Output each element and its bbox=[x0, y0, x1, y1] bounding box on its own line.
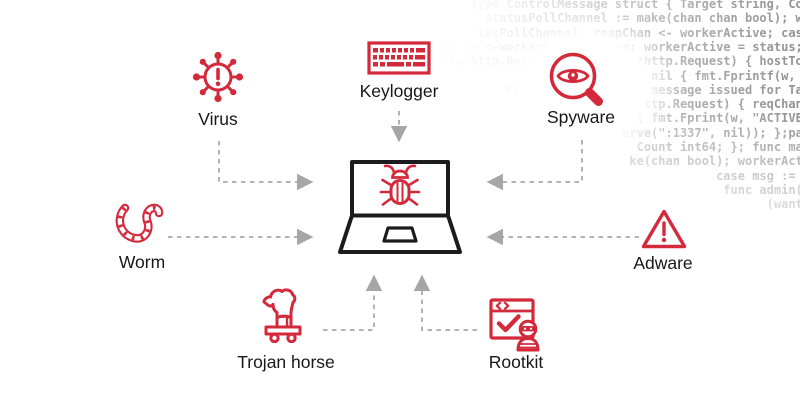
virus-label: Virus bbox=[198, 109, 238, 129]
code-line: Count int64; }; func mai bbox=[636, 140, 800, 154]
arrow-trojan-to-laptop bbox=[323, 274, 383, 331]
code-line: erve(":1337", nil)); };pac bbox=[622, 125, 800, 140]
code-line: func admin(c bbox=[723, 182, 800, 197]
trojan-horse-label: Trojan horse bbox=[237, 352, 335, 372]
code-line: case msg := < bbox=[716, 168, 796, 183]
code-line: (wants bbox=[766, 197, 800, 212]
window-hacker-icon bbox=[489, 298, 540, 352]
checkmark-icon bbox=[496, 314, 521, 333]
worm-icon bbox=[115, 203, 164, 243]
magnifier-eye-icon bbox=[549, 52, 603, 106]
worm-label: Worm bbox=[118, 252, 166, 272]
trojan-horse-icon bbox=[262, 288, 302, 344]
worm-node bbox=[114, 198, 166, 255]
virus-icon bbox=[192, 51, 244, 103]
code-line: statusPollChannel := make(chan chan bool… bbox=[484, 11, 800, 26]
virus-node bbox=[190, 49, 246, 110]
code-line: type ControlMessage struct { Target stri… bbox=[470, 0, 800, 11]
keylogger-node bbox=[367, 41, 431, 80]
code-line: unc(w http.ResponseWriter, r *http.Reque… bbox=[427, 54, 800, 69]
code-line: tusPollChannel: respChan <- workerActive… bbox=[477, 25, 800, 40]
spyware-node bbox=[546, 49, 606, 114]
laptop-bug-icon bbox=[338, 160, 462, 254]
code-line: r *http.Request) { reqChan bbox=[614, 97, 800, 112]
adware-node bbox=[640, 207, 688, 256]
spyware-label: Spyware bbox=[546, 107, 616, 127]
code-line: ke(chan bool); workerActi bbox=[629, 154, 800, 169]
masked-hacker-icon bbox=[516, 319, 540, 352]
infected-laptop bbox=[338, 158, 462, 261]
code-brackets-icon bbox=[495, 301, 510, 310]
keyboard-icon bbox=[367, 41, 431, 75]
rootkit-label: Rootkit bbox=[488, 352, 544, 372]
keylogger-label: Keylogger bbox=[359, 81, 439, 101]
arrow-rootkit-to-laptop bbox=[413, 274, 477, 331]
trojan-horse-node bbox=[258, 287, 308, 348]
arrow-virus-to-laptop bbox=[218, 141, 314, 191]
rootkit-node bbox=[488, 296, 544, 359]
warning-triangle-icon bbox=[641, 209, 687, 249]
adware-label: Adware bbox=[633, 253, 693, 273]
